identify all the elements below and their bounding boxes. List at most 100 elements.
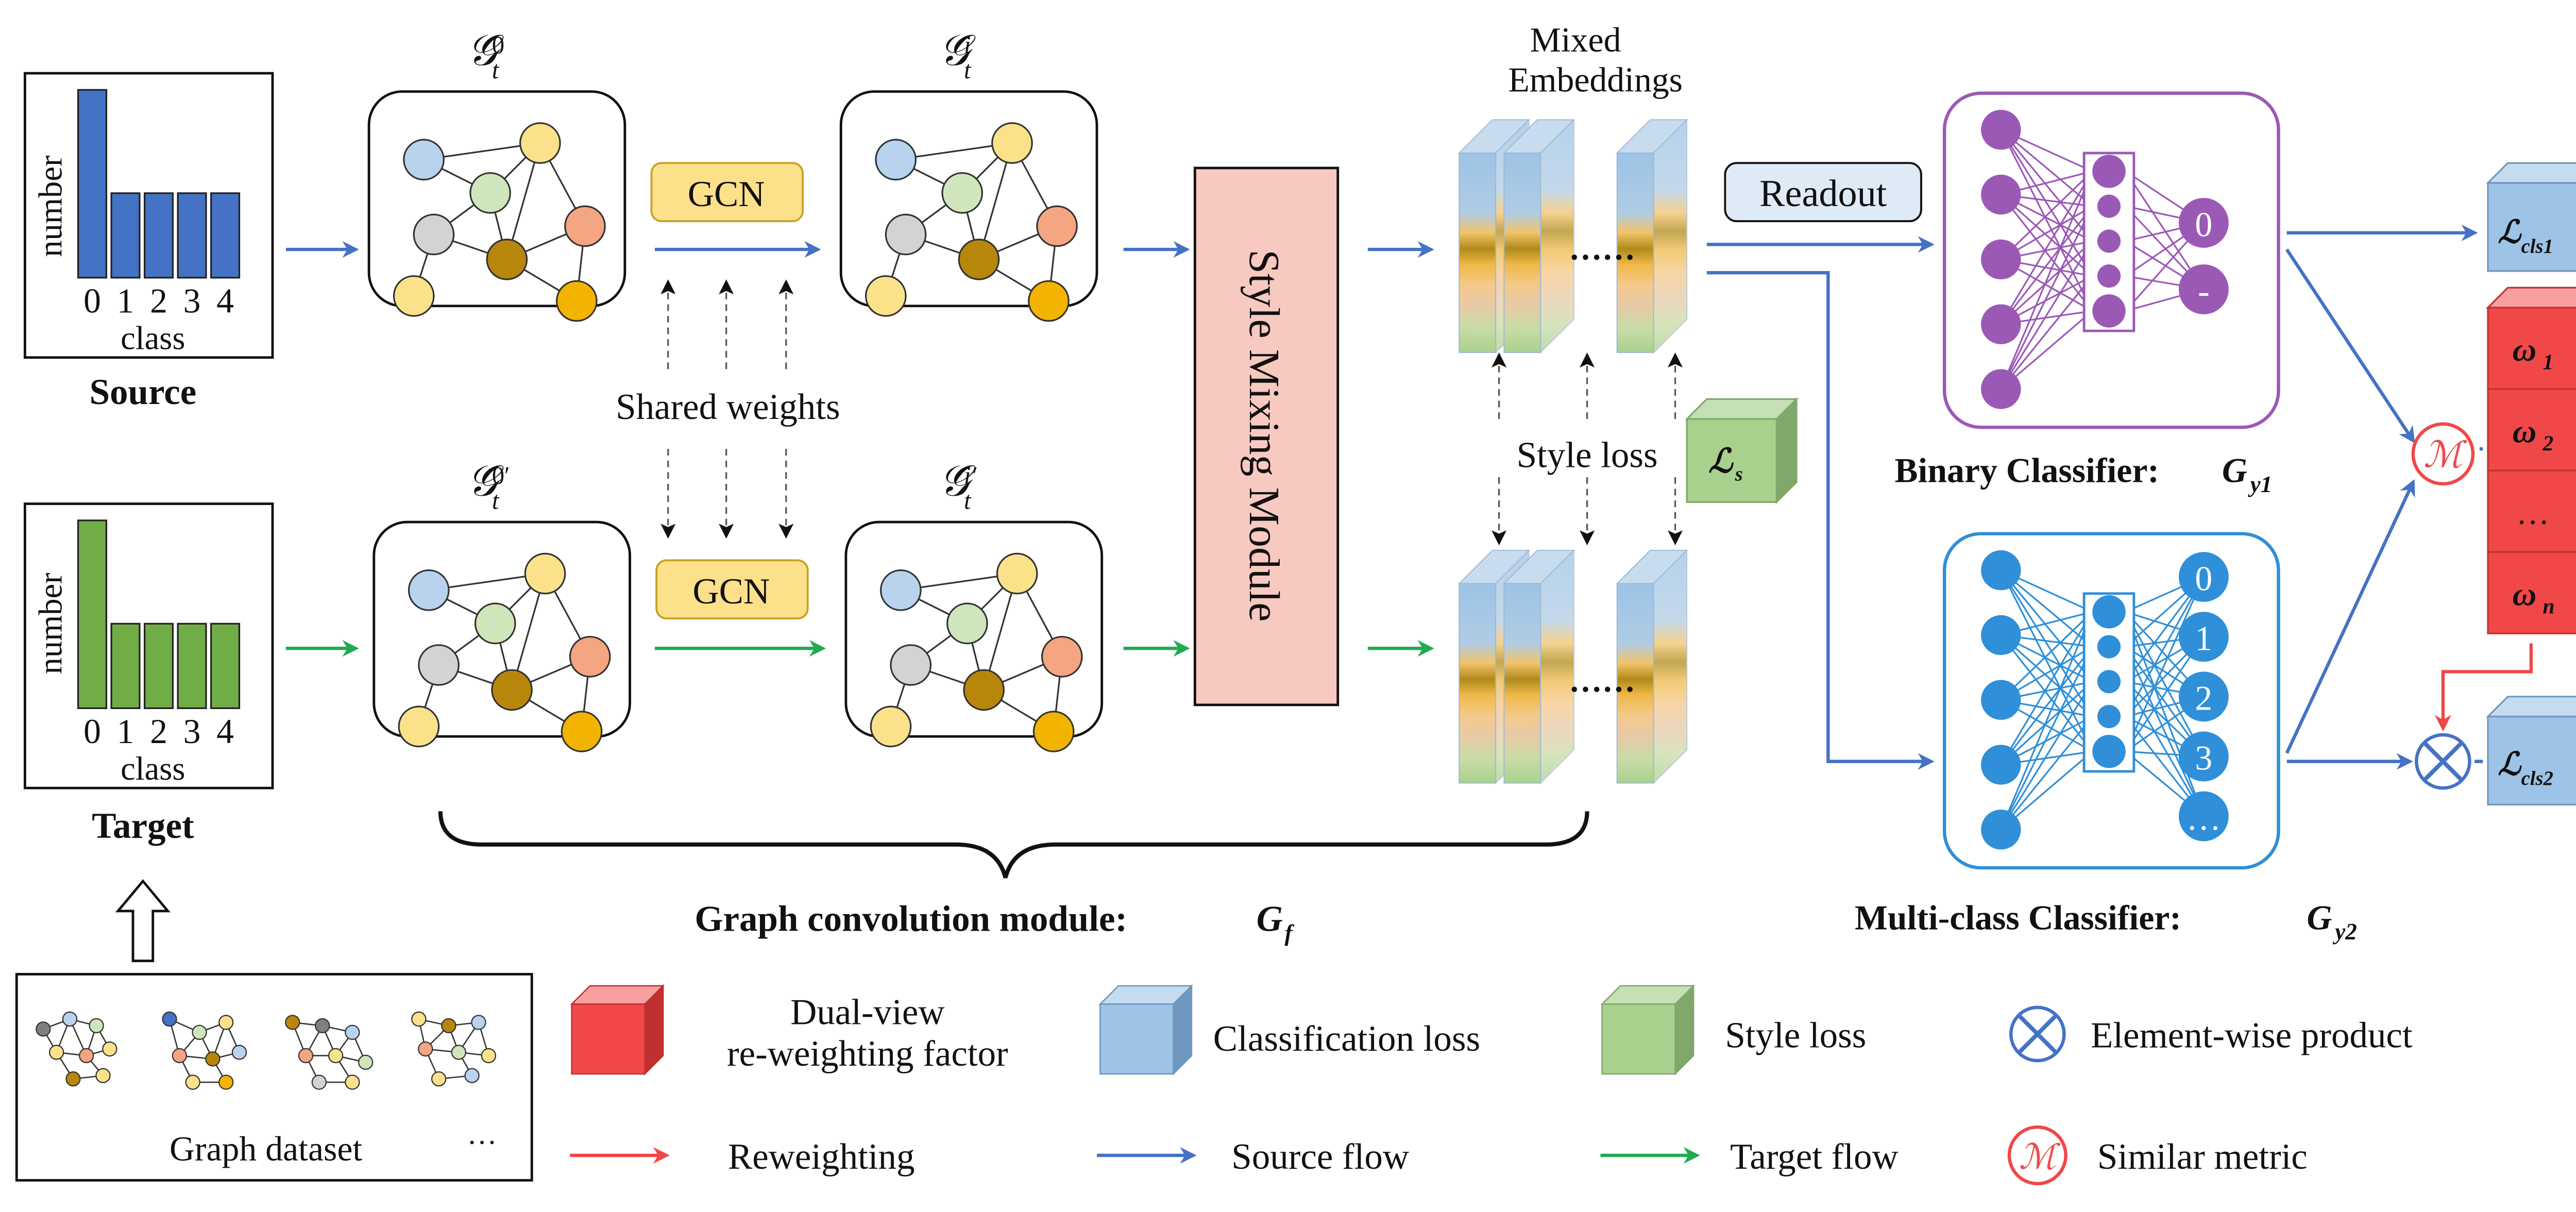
histogram-bar [144,192,174,279]
histogram-tick: 2 [150,712,167,751]
input-neuron [1981,615,2021,655]
weight-symbol: ω [2513,413,2537,449]
loss-cls2-sub: cls2 [2521,768,2553,789]
graph-node [564,205,606,247]
graph-node [408,569,450,611]
histogram-bar [77,89,108,279]
graph-label-giprime: 𝒢 i′ t [939,457,977,514]
graph-node [569,636,611,678]
multi-label-text: Multi-class Classifier: [1855,898,2181,937]
input-neuron [1981,239,2021,280]
input-neuron [1981,550,2021,591]
input-neuron [1981,174,2021,215]
dataset-mini-graph [285,1015,374,1090]
output-neuron [2178,264,2229,314]
gcn-bottom-label: GCN [692,571,770,612]
graph-node [413,213,455,256]
output-neuron-label: - [2198,272,2210,310]
readout-label: Readout [1759,173,1887,215]
reweighting-cell [2487,469,2576,553]
output-neuron-label: 3 [2195,739,2212,778]
legend-blue-cube-icon [1098,984,1193,1076]
input-neuron [1981,369,2021,409]
gcn-top-label: GCN [688,174,765,214]
graph-box [839,90,1098,322]
histogram-bar [177,192,207,279]
graph-convolution-module-label: Graph convolution module: G f [694,899,1294,946]
graph-node [469,172,511,214]
graph-node [403,139,445,181]
hidden-neuron [2097,194,2121,218]
graph-label-g0prime: 𝒢 0′ t [467,457,510,514]
input-neuron [1981,304,2021,344]
embedding-slab [1616,549,1688,784]
graph-box [844,520,1104,752]
graph-node [941,172,984,214]
similar-metric-symbol: ℳ [2424,435,2467,476]
graph-dataset-ellipsis: … [467,1117,497,1151]
legend-classification-loss: Classification loss [1213,1019,1480,1059]
legend-reweighting: Reweighting [728,1137,915,1177]
graph-node [486,239,528,280]
legend-style-loss: Style loss [1725,1015,1866,1055]
graph-box [367,90,626,322]
loss-s-cube: ℒ s [1685,397,1799,504]
histogram-tick: 0 [83,712,101,751]
histogram-tick: 3 [183,282,201,321]
graph-dataset-label: Graph dataset [170,1130,362,1168]
multi-label-symbol: G [2307,898,2332,937]
histogram-tick: 4 [216,712,234,751]
dataset-mini-graph [162,1011,247,1090]
legend-red-cube-icon [570,984,665,1076]
output-neuron [2178,791,2229,841]
graph-node [991,122,1033,164]
output-neuron-label: 1 [2195,619,2212,658]
hidden-neuron [2092,595,2126,629]
graph-g0p-sup: 0′ [492,462,510,490]
weight-sub: 1 [2543,350,2553,374]
gcn-top-box [650,162,804,223]
hidden-neuron [2097,670,2121,694]
graph-node [958,239,1000,280]
element-wise-product-node [2415,733,2471,790]
output-neuron-label: 0 [2195,205,2212,244]
hidden-neuron [2092,734,2126,768]
output-neuron [2178,731,2229,782]
graph-node [418,644,460,686]
binary-to-metric-arrow [2285,248,2415,444]
shared-weights-arrows [660,279,794,539]
source-xlabel: class [121,320,185,357]
hidden-neuron [2097,635,2121,659]
reweighting-cell [2487,388,2576,472]
histogram-bar [110,622,141,709]
binary-label-text: Binary Classifier: [1894,451,2159,490]
histogram-tick: 1 [117,712,134,751]
embedding-slab [1502,119,1575,354]
graph-gip-sub: t [964,487,972,514]
weight-symbol: … [2516,494,2550,531]
multi-label-sub: y2 [2332,919,2357,945]
graph-g0-sub: t [492,57,500,84]
binary-label-symbol: G [2222,451,2247,490]
graph-gi-sub: t [964,57,972,84]
graph-node [880,569,922,611]
graph-node [1032,711,1075,752]
binary-label-sub: y1 [2248,472,2273,497]
graph-label-g0: 𝒢 0 t [467,27,504,84]
target-xlabel: class [121,750,185,787]
graph-gi-sup: i [964,31,971,59]
legend-source-flow: Source flow [1231,1137,1409,1177]
embedding-slab [1616,119,1688,354]
graph-dataset-box: Graph dataset … [15,973,533,1182]
weight-symbol: ω [2513,331,2537,368]
weight-sub: n [2543,595,2554,619]
reweighting-arrow [2434,643,2533,732]
graph-node [1028,280,1070,322]
dataset-mini-graph [36,1011,117,1087]
target-ylabel: number [32,573,69,674]
shared-weights-label: Shared weights [616,387,840,427]
graph-node [524,552,566,595]
